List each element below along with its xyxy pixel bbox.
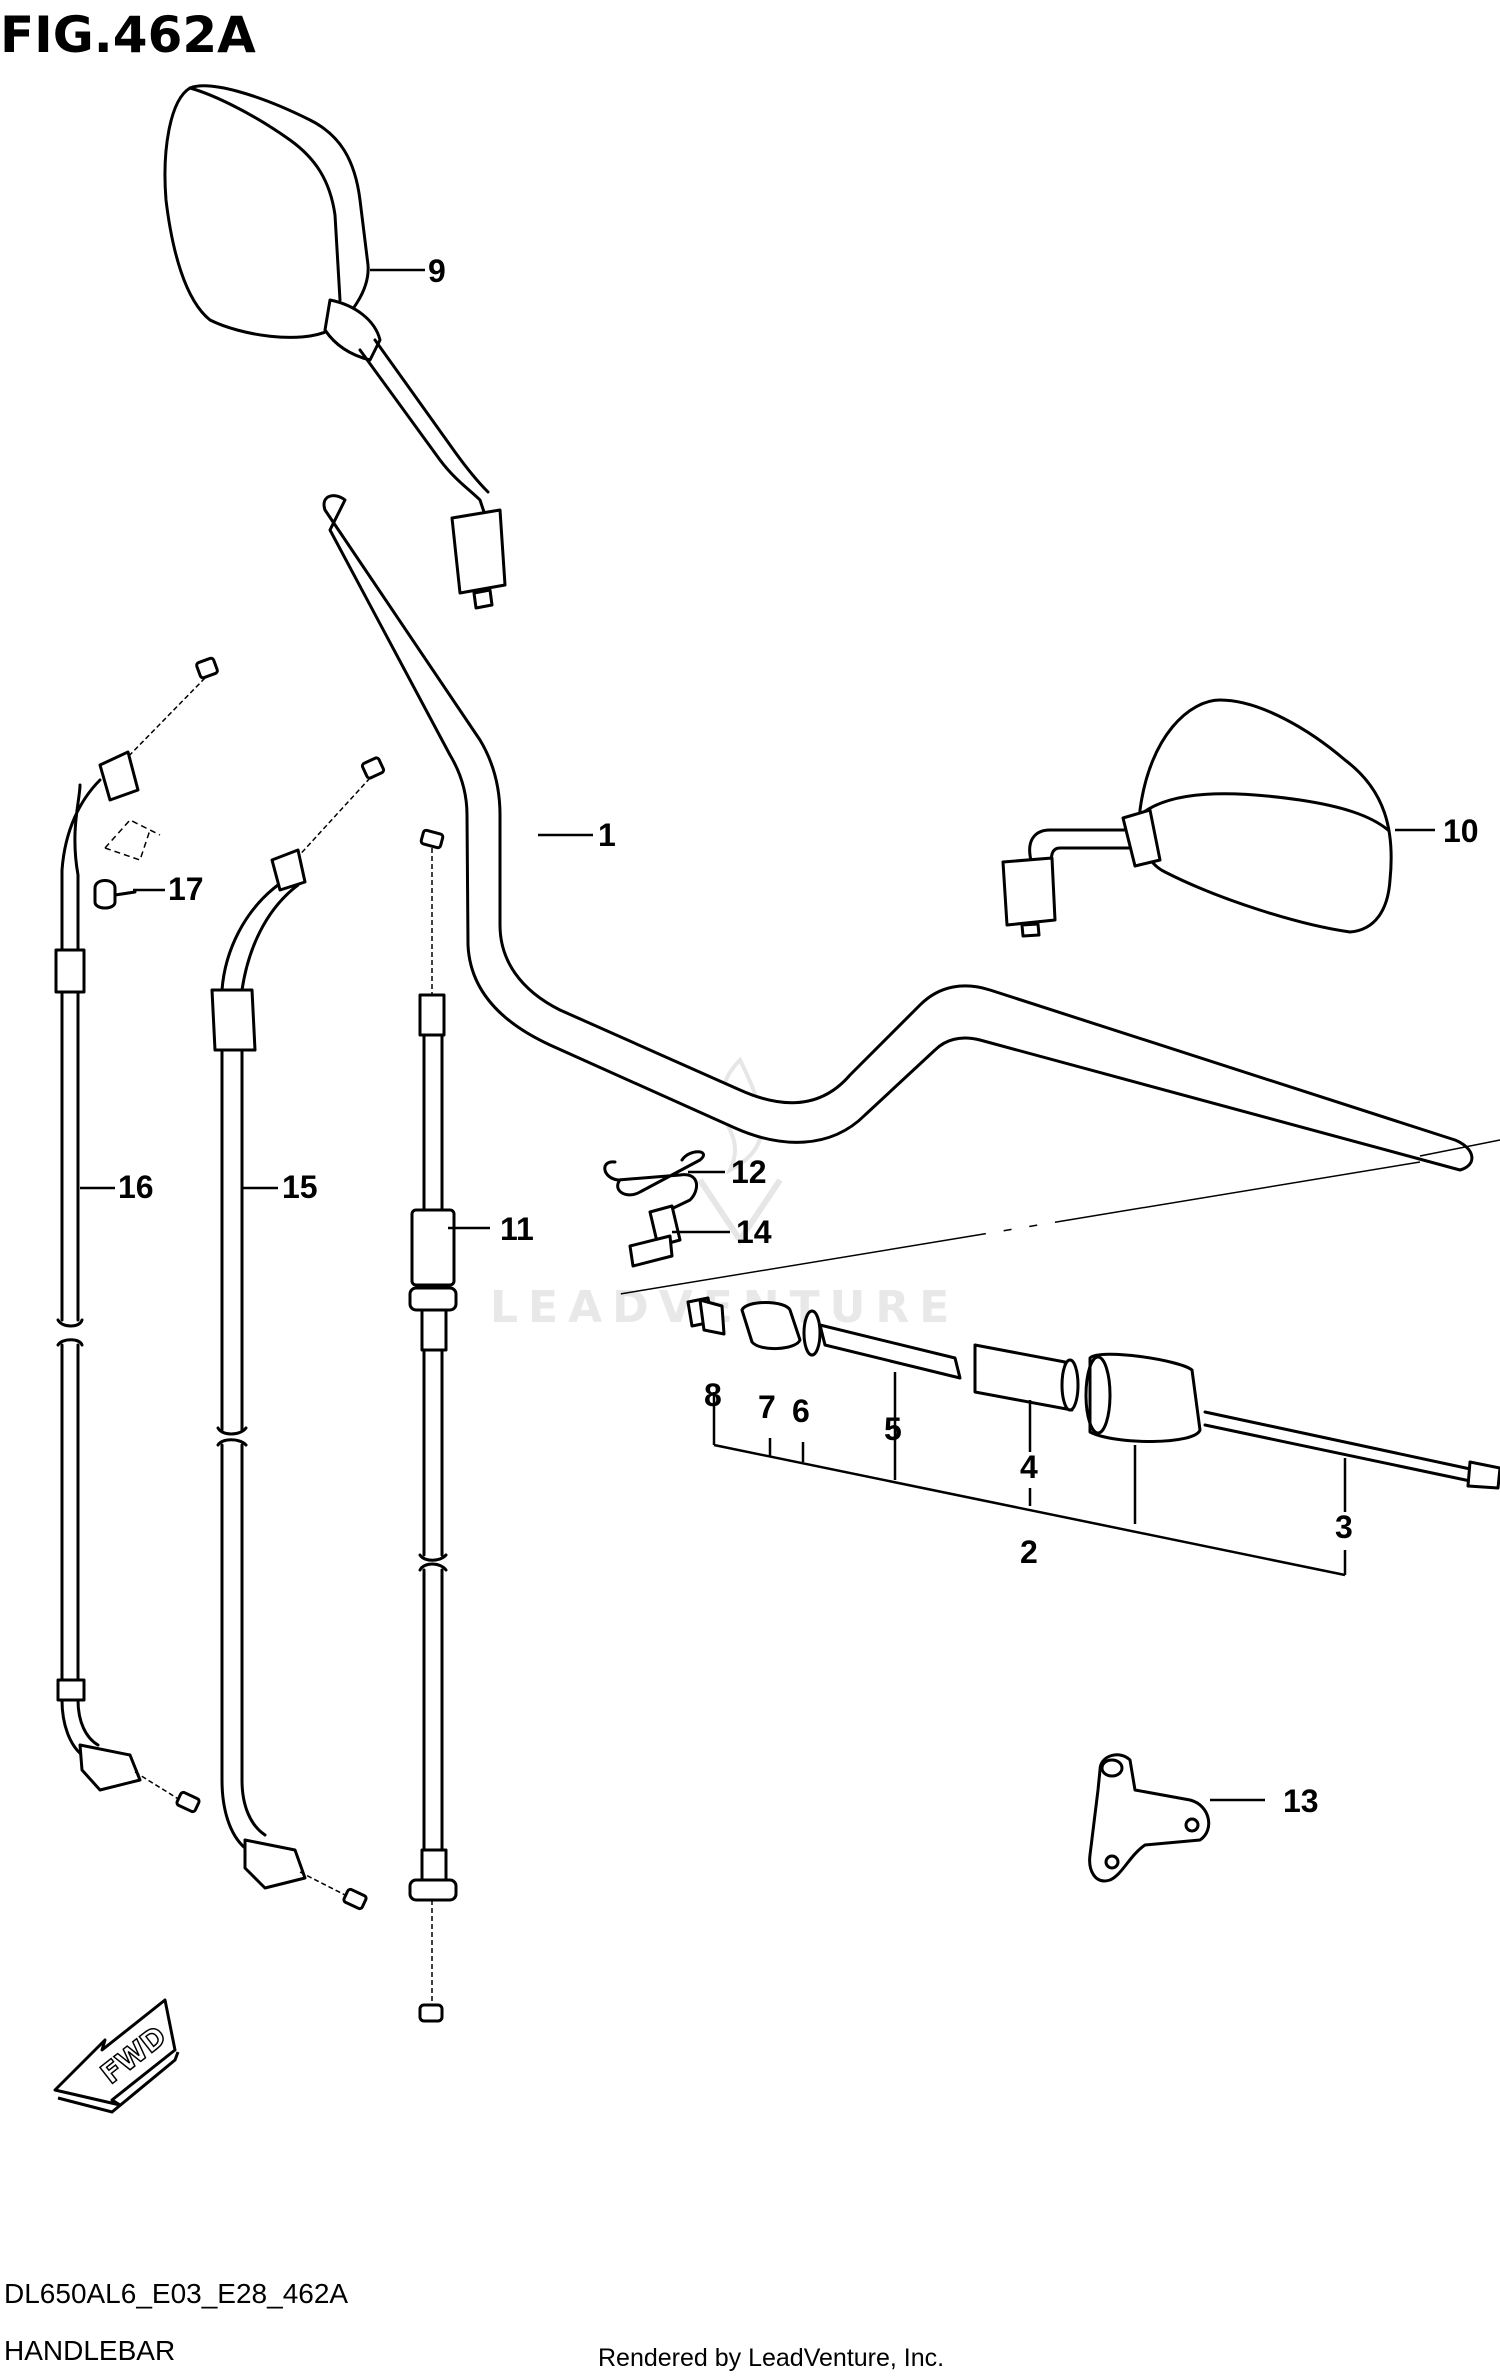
callout-8: 8 <box>704 1377 722 1413</box>
callout-3: 3 <box>1335 1509 1353 1545</box>
callout-bracket-group <box>712 1372 1347 1577</box>
part-13-bracket[interactable] <box>1088 1753 1211 1883</box>
callout-5: 5 <box>884 1411 902 1447</box>
callout-2: 2 <box>1020 1534 1038 1570</box>
callout-15: 15 <box>282 1169 318 1205</box>
fwd-arrow-icon: FWD <box>53 1998 180 2114</box>
part-4-inner-weight[interactable] <box>973 1343 1080 1412</box>
part-1-handlebar[interactable] <box>322 494 1474 1172</box>
part-8-bolt[interactable] <box>686 1296 726 1336</box>
part-5-rubber[interactable] <box>818 1323 962 1380</box>
callout-9: 9 <box>428 253 446 289</box>
part-11-clutch-cable[interactable] <box>408 828 458 2023</box>
part-3-screw[interactable] <box>1203 1410 1500 1490</box>
callout-13: 13 <box>1283 1783 1319 1819</box>
callout-1: 1 <box>598 817 616 853</box>
part-17-screw[interactable] <box>93 819 161 910</box>
part-2-balancer[interactable] <box>1084 1352 1202 1443</box>
part-14-bolt[interactable] <box>628 1204 682 1268</box>
part-16-throttle-cable[interactable] <box>54 656 219 1814</box>
part-10-right-mirror[interactable] <box>1001 698 1393 938</box>
part-9-left-mirror[interactable] <box>163 84 507 610</box>
callout-7: 7 <box>758 1389 776 1425</box>
part-7-collar[interactable] <box>740 1301 802 1350</box>
callout-4: 4 <box>1020 1449 1038 1485</box>
part-15-throttle-cable[interactable] <box>210 756 386 1911</box>
render-credit: Rendered by LeadVenture, Inc. <box>598 2344 944 2372</box>
part-12-clip[interactable] <box>603 1150 705 1214</box>
callout-12: 12 <box>731 1154 767 1190</box>
figure-name: HANDLEBAR <box>4 2335 175 2366</box>
callout-14: 14 <box>736 1214 772 1250</box>
callout-11: 11 <box>500 1211 534 1247</box>
figure-code: DL650AL6_E03_E28_462A <box>4 2278 348 2309</box>
callout-10: 10 <box>1443 813 1479 849</box>
figure-title: FIG.462A <box>0 6 256 64</box>
callout-16: 16 <box>118 1169 154 1205</box>
callout-17: 17 <box>168 871 204 907</box>
callout-6: 6 <box>792 1393 810 1429</box>
part-6-washer[interactable] <box>802 1309 822 1357</box>
